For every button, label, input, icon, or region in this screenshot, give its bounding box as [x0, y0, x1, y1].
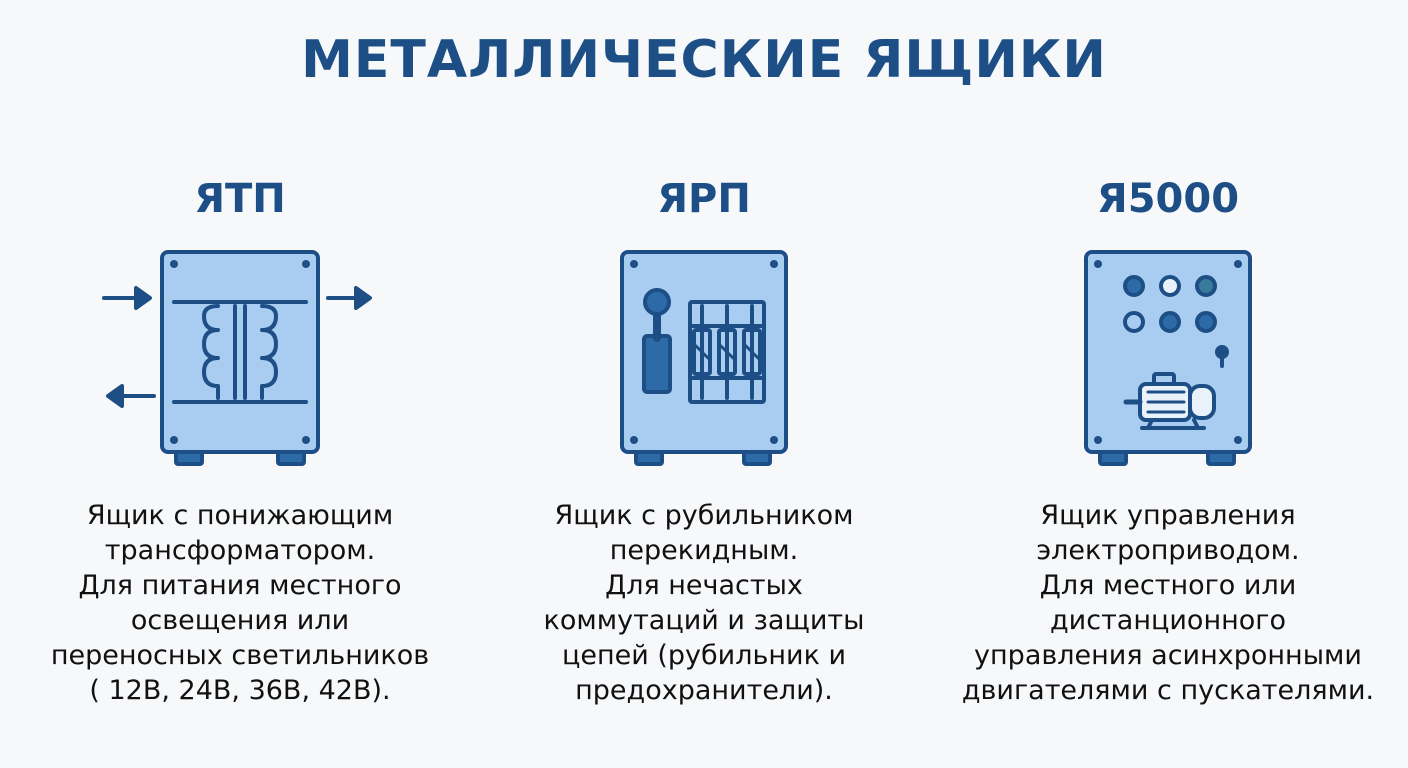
- box-name: ЯТП: [194, 176, 286, 222]
- description-line: перекидным.: [609, 535, 799, 566]
- description-line: ( 12В, 24В, 36В, 42В).: [89, 675, 391, 706]
- description-line: двигателями с пускателями.: [961, 675, 1375, 706]
- description-line: предохранители).: [575, 675, 833, 706]
- description-line: Для питания местного: [78, 570, 402, 601]
- description-line: переносных светильников: [50, 640, 430, 671]
- box-description: Ящик управления электроприводом. Для мес…: [948, 498, 1388, 708]
- description-line: Для местного или: [1039, 570, 1297, 601]
- box-name: Я5000: [1096, 176, 1240, 222]
- switch-fuse-box-icon: [620, 250, 788, 466]
- box-description: Ящик с рубильником перекидным. Для нечас…: [484, 498, 924, 708]
- box-description: Ящик с понижающим трансформатором. Для п…: [20, 498, 460, 708]
- description-line: трансформатором.: [104, 535, 376, 566]
- transformer-box-icon: [102, 250, 372, 466]
- description-line: освещения или: [130, 605, 350, 636]
- box-card-ytp: ЯТП Ящик: [20, 168, 460, 748]
- motor-control-box-icon: [1084, 250, 1252, 466]
- page-title: МЕТАЛЛИЧЕСКИЕ ЯЩИКИ: [301, 30, 1107, 90]
- box-card-yrp: ЯРП Ящик: [484, 168, 924, 748]
- description-line: цепей (рубильник и: [561, 640, 847, 671]
- box-card-ya5000: Я5000: [948, 168, 1388, 748]
- box-name: ЯРП: [657, 176, 751, 222]
- description-line: дистанционного: [1050, 605, 1286, 636]
- description-line: Ящик с понижающим: [86, 500, 394, 531]
- description-line: Ящик с рубильником: [554, 500, 854, 531]
- description-line: управления асинхронными: [974, 640, 1362, 671]
- description-line: Для нечастых: [605, 570, 803, 601]
- description-line: Ящик управления: [1040, 500, 1296, 531]
- description-line: коммутаций и защиты: [543, 605, 865, 636]
- description-line: электроприводом.: [1036, 535, 1300, 566]
